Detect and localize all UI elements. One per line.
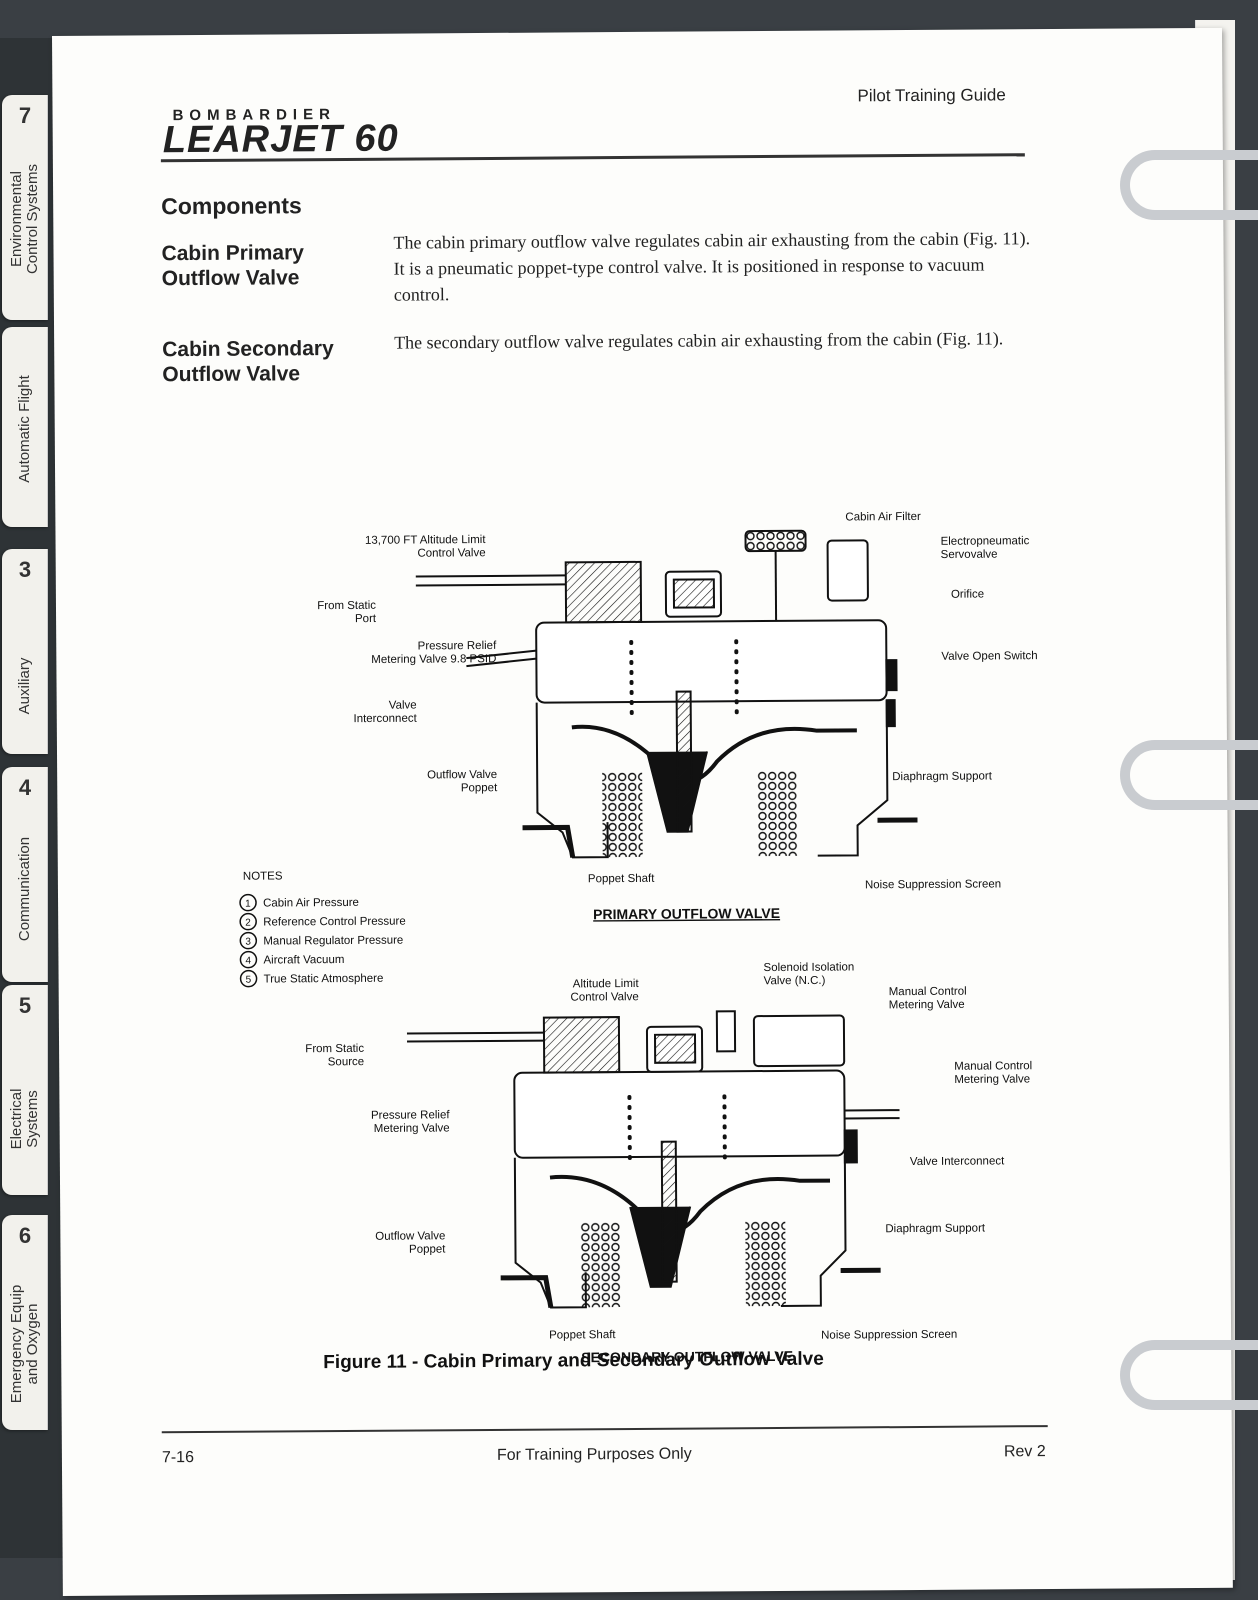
- label-cabin-air-filter: Cabin Air Filter: [845, 511, 921, 524]
- tab-label: Electrical Systems: [8, 1088, 41, 1150]
- label-orifice: Orifice: [951, 589, 984, 601]
- tab-number: 4: [18, 775, 32, 800]
- label-diaphragm-support-2: Diaphragm Support: [885, 1223, 986, 1236]
- item-title-secondary: Cabin Secondary Outflow Valve: [162, 337, 334, 387]
- svg-text:3: 3: [245, 937, 251, 948]
- label-poppet-shaft: Poppet Shaft: [588, 873, 655, 885]
- footer-rule: [161, 1425, 1048, 1434]
- section-tabs: 7 Environmental Control Systems Automati…: [0, 95, 50, 1475]
- secondary-title: SECONDARY OUTFLOW VALVE: [581, 1348, 793, 1365]
- tab-label: Communication: [16, 836, 33, 942]
- tab-environmental[interactable]: 7 Environmental Control Systems: [2, 95, 48, 320]
- note-2: 2 Reference Control Pressure: [239, 912, 406, 931]
- svg-text:1: 1: [245, 899, 251, 910]
- tab-electrical[interactable]: 5 Electrical Systems: [2, 985, 48, 1195]
- tab-number: 3: [18, 557, 32, 582]
- tab-number: 5: [18, 993, 32, 1018]
- brand-learjet: LEARJET 60: [162, 117, 399, 162]
- binder-ring-top: [1120, 150, 1258, 220]
- binder-ring-bottom: [1120, 1340, 1258, 1410]
- label-valve-open-switch: Valve Open Switch: [941, 650, 1037, 663]
- tab-label: Automatic Flight: [16, 375, 33, 483]
- primary-valve-drawing: [415, 529, 918, 859]
- manual-page: BOMBARDIER LEARJET 60 Pilot Training Gui…: [52, 27, 1233, 1596]
- svg-text:2: 2: [245, 918, 251, 929]
- item-title-primary: Cabin Primary Outflow Valve: [161, 241, 304, 291]
- label-poppet-shaft-2: Poppet Shaft: [549, 1329, 616, 1341]
- notes-title: NOTES: [243, 870, 283, 882]
- note-3: 3 Manual Regulator Pressure: [239, 931, 403, 950]
- tab-label: Emergency Equip and Oxygen: [8, 1284, 41, 1404]
- note-1: 1 Cabin Air Pressure: [239, 893, 359, 912]
- secondary-valve-drawing: [406, 1010, 900, 1309]
- label-valve-interconnect-2: Valve Interconnect: [910, 1155, 1005, 1168]
- label-diaphragm-support: Diaphragm Support: [892, 770, 993, 783]
- footer-center: For Training Purposes Only: [496, 1445, 692, 1464]
- tab-label: Environmental Control Systems: [8, 163, 41, 275]
- footer-page-number: 7-16: [161, 1449, 195, 1467]
- section-title: Components: [161, 192, 302, 220]
- item-text-secondary: The secondary outflow valve regulates ca…: [394, 328, 1004, 353]
- svg-text:True Static Atmosphere: True Static Atmosphere: [264, 973, 384, 986]
- primary-title: PRIMARY OUTFLOW VALVE: [593, 905, 780, 922]
- svg-text:Manual Regulator Pressure: Manual Regulator Pressure: [263, 935, 403, 948]
- tab-automatic-flight[interactable]: Automatic Flight: [2, 327, 48, 527]
- tab-label: Auxiliary: [16, 657, 33, 715]
- svg-text:Reference Control Pressure: Reference Control Pressure: [263, 916, 406, 929]
- svg-text:Cabin Air Pressure: Cabin Air Pressure: [263, 897, 359, 910]
- svg-text:5: 5: [246, 975, 252, 986]
- tab-communication[interactable]: 4 Communication: [2, 767, 48, 982]
- tab-emergency[interactable]: 6 Emergency Equip and Oxygen: [2, 1215, 48, 1430]
- note-5: 5 True Static Atmosphere: [239, 969, 384, 988]
- tab-number: 6: [18, 1223, 32, 1248]
- tab-auxiliary[interactable]: 3 Auxiliary: [2, 549, 48, 754]
- item-text-primary: The cabin primary outflow valve regulate…: [393, 228, 1031, 305]
- binder-ring-middle: [1120, 740, 1258, 810]
- footer-rev: Rev 2: [1003, 1443, 1046, 1461]
- guide-title: Pilot Training Guide: [857, 85, 1006, 106]
- notes-legend: NOTES 1 Cabin Air Pressure 2 Reference Con…: [239, 870, 406, 988]
- label-noise-screen: Noise Suppression Screen: [865, 878, 1001, 891]
- figure-caption: Figure 11 - Cabin Primary and Secondary …: [323, 1348, 824, 1374]
- svg-text:4: 4: [245, 956, 251, 967]
- svg-text:Aircraft Vacuum: Aircraft Vacuum: [263, 954, 344, 967]
- label-noise-screen-2: Noise Suppression Screen: [821, 1329, 957, 1342]
- tab-number: 7: [18, 103, 32, 128]
- note-4: 4 Aircraft Vacuum: [239, 950, 344, 969]
